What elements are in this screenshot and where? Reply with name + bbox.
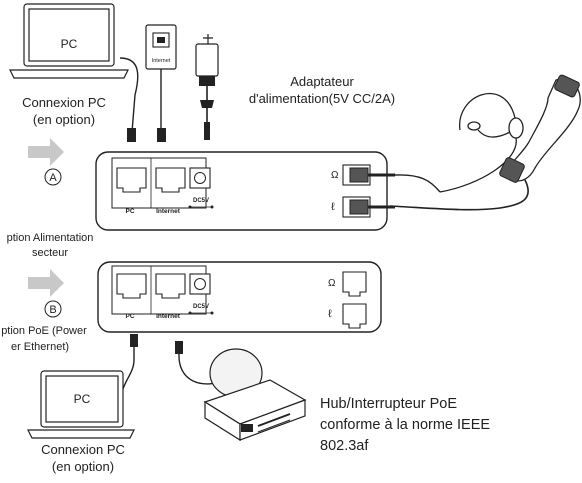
rj45-plug-internet-bottom [175,341,183,354]
hub-label-line1: Hub/Interrupteur PoE [320,396,457,412]
power-adapter-icon [195,34,219,140]
phone-b-port-internet: Internet [156,313,181,320]
connexion-pc-bottom-line2: (en option) [52,459,114,474]
phone-b-port-pc: PC [125,313,134,320]
option-a-badge [44,168,62,186]
headset-icon [439,92,524,193]
pc-screen-label-bottom: PC [74,392,91,406]
phone-b-port-dc: DC5V [193,304,209,310]
headset-plug-a [349,167,441,193]
handset-port-icon: ℓ [331,201,335,213]
svg-text:Ω: Ω [328,278,336,289]
adapter-label-line2: d'alimentation(5V CC/2A) [249,91,395,106]
connexion-pc-bottom-line1: Connexion PC [41,442,125,457]
laptop-icon-bottom [27,370,135,439]
rj45-plug-pc-bottom [130,334,138,347]
handset-icon [389,74,581,211]
headset-port-icon: Ω [331,170,339,181]
phone-a-rear-panel: Ω ℓ [95,151,388,231]
option-a-text-line2: secteur [32,247,68,259]
svg-text:ℓ: ℓ [328,308,332,320]
option-a-letter: A [49,172,57,184]
connexion-pc-top-line1: Connexion PC [22,95,106,110]
laptop-icon [9,3,129,79]
hub-label-line2: conforme à la norme IEEE [320,417,490,433]
pc-cable-top [119,57,139,133]
option-b-badge [44,300,62,318]
option-b-text-line2: er Ethernet) [11,341,69,353]
phone-b-rear-panel: Ω ℓ [97,261,382,333]
internet-port-a [155,167,186,193]
option-b-text-line1: ption PoE (Power [1,325,87,337]
rj45-plug-internet-top [157,128,166,142]
connexion-pc-top-line2: (en option) [33,112,95,127]
option-b-letter: B [49,304,56,316]
dc-port-a [189,167,211,189]
phone-a-port-internet: Internet [156,208,181,215]
wall-jack-label: Internet [152,58,171,64]
option-a-text-line1: ption Alimentation [7,232,94,244]
pc-port-a [116,167,147,193]
arrow-right-icon [28,138,64,166]
phone-a-port-pc: PC [125,208,134,215]
adapter-label-line1: Adaptateur [290,74,354,89]
phone-a-port-dc: DC5V [193,198,209,204]
hub-label-line3: 802.3af [320,438,369,454]
pc-screen-label-top: PC [61,37,78,51]
pc-cable-bottom [121,347,135,393]
poe-switch-icon [203,348,307,442]
handset-plug-a [349,199,395,215]
arrow-right-icon-b [28,269,64,297]
rj45-plug-pc-top [127,128,136,142]
